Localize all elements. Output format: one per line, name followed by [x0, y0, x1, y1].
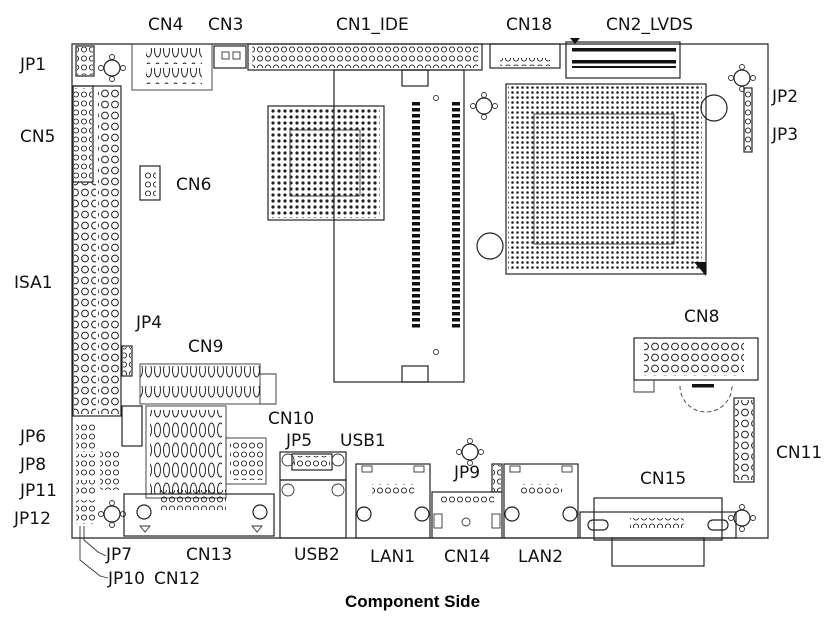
label-jp9: JP9 — [453, 463, 480, 483]
jp9-jumper — [491, 463, 503, 493]
label-cn11: CN11 — [776, 443, 822, 463]
label-cn2-lvds: CN2_LVDS — [606, 15, 693, 35]
label-jp10: JP10 — [107, 569, 145, 589]
jp6-jumper — [76, 422, 96, 452]
label-cn9: CN9 — [188, 337, 223, 357]
label-cn5: CN5 — [20, 127, 55, 147]
capacitor-top — [700, 94, 728, 122]
cn18-connector — [489, 43, 561, 69]
label-cn1-ide: CN1_IDE — [336, 15, 409, 35]
label-jp2: JP2 — [771, 87, 798, 107]
diagram-caption: Component Side — [344, 592, 481, 611]
cn14-connector — [431, 491, 503, 539]
cn13-connector — [123, 490, 275, 537]
jp11-jumper — [76, 480, 96, 494]
jp1-jumper — [75, 45, 95, 77]
label-cn12: CN12 — [154, 569, 200, 589]
cn2-lvds-connector — [565, 38, 681, 79]
mounting-hole-bottom-right — [728, 504, 756, 532]
jp8-jumper — [76, 454, 96, 478]
label-lan1: LAN1 — [370, 547, 415, 567]
jp12-jumper — [76, 500, 96, 524]
jp2-jumper — [743, 87, 753, 153]
so-dimm-socket — [333, 69, 465, 383]
jp4-jumper — [121, 345, 133, 377]
cn9-connector — [139, 363, 277, 405]
cn3-connector — [213, 45, 247, 69]
label-cn8: CN8 — [684, 307, 719, 327]
usb2-port — [279, 479, 347, 539]
jp5-jumper — [291, 453, 333, 471]
label-cn4: CN4 — [148, 15, 183, 35]
label-jp3: JP3 — [771, 125, 798, 145]
mounting-hole-top-left — [98, 54, 126, 82]
component-labels: CN4 CN3 CN1_IDE CN18 CN2_LVDS JP1 JP2 JP… — [13, 15, 822, 589]
label-jp8: JP8 — [19, 455, 46, 475]
mounting-hole-top-mid — [470, 92, 498, 120]
label-jp11: JP11 — [19, 481, 57, 501]
cn5-connector — [72, 85, 94, 183]
cn6-connector — [139, 165, 161, 201]
label-cn10: CN10 — [268, 409, 314, 429]
cn11-connector — [733, 397, 755, 483]
capacitor-mid — [476, 232, 504, 260]
cn10-connector — [121, 405, 267, 499]
lan2-port — [503, 463, 579, 539]
jp10-leader-line — [79, 526, 109, 579]
label-cn14: CN14 — [444, 547, 490, 567]
label-cn13: CN13 — [186, 545, 232, 565]
cpu-socket — [267, 105, 385, 221]
mounting-hole-bottom-left — [98, 500, 126, 528]
chipset-bga — [505, 83, 707, 276]
label-cn15: CN15 — [640, 469, 686, 489]
label-jp6: JP6 — [19, 427, 46, 447]
label-jp7: JP7 — [105, 545, 132, 565]
jp7-leader-line — [83, 526, 107, 557]
cn15-connector — [579, 497, 737, 567]
label-usb1: USB1 — [340, 431, 386, 451]
label-cn18: CN18 — [506, 15, 552, 35]
label-lan2: LAN2 — [518, 547, 563, 567]
cn4-connector — [131, 43, 213, 91]
label-isa1: ISA1 — [14, 273, 53, 293]
label-cn3: CN3 — [208, 15, 243, 35]
lan1-port — [355, 463, 431, 539]
jp7-jumper — [100, 450, 120, 490]
cn8-connector — [633, 337, 759, 413]
label-cn6: CN6 — [176, 175, 211, 195]
label-jp4: JP4 — [135, 313, 162, 333]
mounting-hole-bottom-mid — [456, 438, 484, 466]
isa1-connector — [72, 85, 122, 417]
label-jp1: JP1 — [19, 55, 46, 75]
label-jp5: JP5 — [285, 431, 312, 451]
cn1-ide-connector — [247, 43, 483, 71]
label-usb2: USB2 — [294, 545, 340, 565]
label-jp12: JP12 — [13, 509, 51, 529]
pcb-outline — [71, 43, 769, 541]
